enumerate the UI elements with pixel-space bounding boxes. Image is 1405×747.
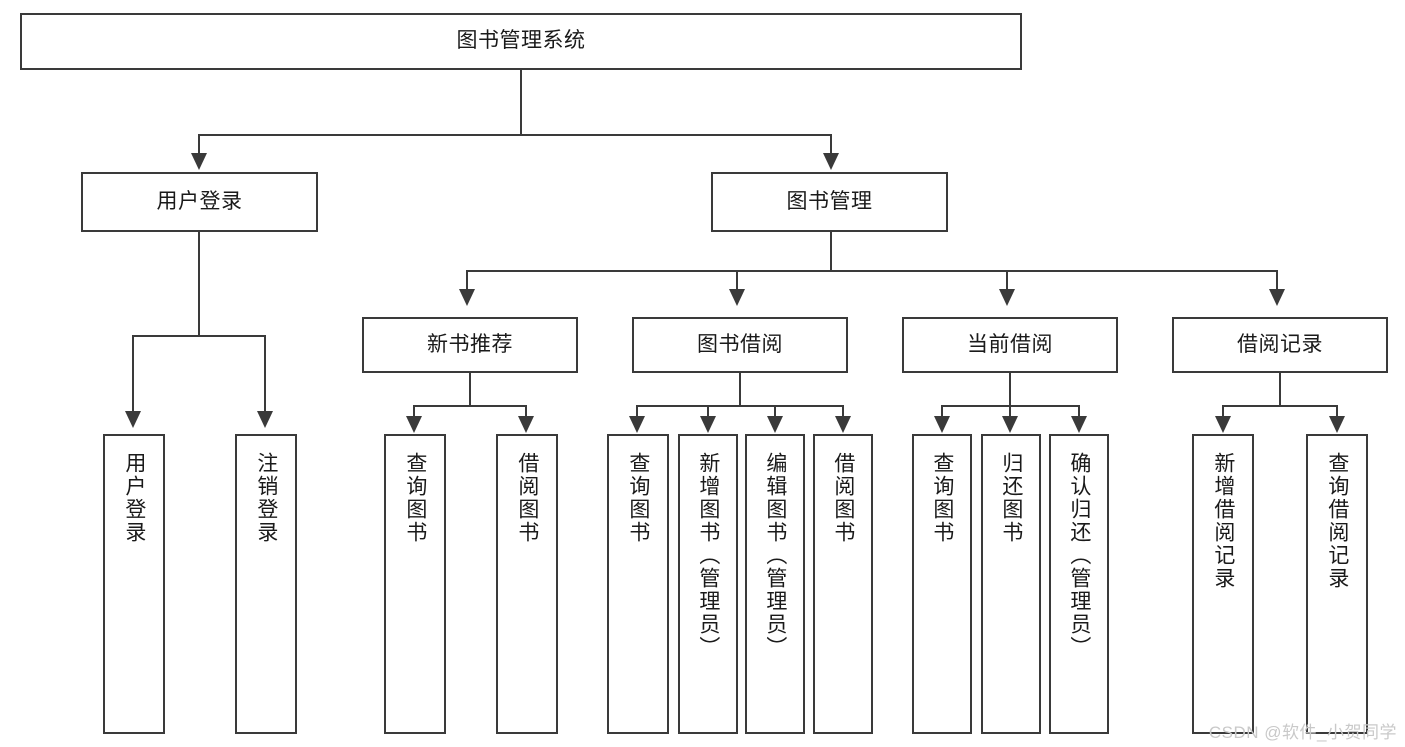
node-borrow-record[interactable]: 借阅记录 (1172, 317, 1388, 373)
arrowhead-cb-confirm (1071, 416, 1087, 433)
connector-drop-bb-edit (774, 405, 776, 419)
leaf-cb-confirm-return-admin[interactable]: 确认归还（管理员） (1049, 434, 1109, 734)
arrowhead-br-query (1329, 416, 1345, 433)
node-label: 用户登录 (156, 189, 243, 213)
connector-drop-book-borrow (736, 270, 738, 292)
node-current-borrow[interactable]: 当前借阅 (902, 317, 1118, 373)
leaf-bb-edit-book-admin[interactable]: 编辑图书（管理员） (745, 434, 805, 734)
leaf-bb-borrow-book[interactable]: 借阅图书 (813, 434, 873, 734)
leaf-cb-query-book[interactable]: 查询图书 (912, 434, 972, 734)
connector-drop-br-query (1336, 405, 1338, 419)
connector-drop-cb-query (941, 405, 943, 419)
leaf-label: 查询图书 (403, 452, 427, 544)
leaf-nb-query-book[interactable]: 查询图书 (384, 434, 446, 734)
connector-drop-leaf-user-login (132, 335, 134, 414)
arrowhead-cb-return (1002, 416, 1018, 433)
arrowhead-nb-borrow (518, 416, 534, 433)
arrowhead-book-borrow (729, 289, 745, 306)
connector-drop-cb-confirm (1078, 405, 1080, 419)
leaf-nb-borrow-book[interactable]: 借阅图书 (496, 434, 558, 734)
csdn-watermark: CSDN @软件_小贺同学 (1208, 723, 1397, 742)
node-label: 图书管理 (786, 189, 873, 213)
arrowhead-br-add (1215, 416, 1231, 433)
connector-drop-leaf-logout (264, 335, 266, 414)
leaf-bb-query-book[interactable]: 查询图书 (607, 434, 669, 734)
arrowhead-current-borrow (999, 289, 1015, 306)
node-label: 图书管理系统 (456, 29, 586, 53)
node-user-login[interactable]: 用户登录 (81, 172, 318, 232)
connector-level2-bus (466, 270, 1278, 272)
arrowhead-bb-add (700, 416, 716, 433)
connector-drop-current-borrow (1006, 270, 1008, 292)
node-label: 借阅记录 (1237, 332, 1323, 356)
leaf-label: 归还图书 (999, 452, 1023, 544)
arrowhead-book-manage (823, 153, 839, 170)
arrowhead-user-login (191, 153, 207, 170)
connector-drop-nb-borrow (525, 405, 527, 419)
connector-drop-bb-borrow (842, 405, 844, 419)
leaf-label: 查询图书 (930, 452, 954, 544)
connector-current-borrow-stem (1009, 373, 1011, 407)
connector-user-login-bus (132, 335, 266, 337)
connector-drop-br-add (1222, 405, 1224, 419)
connector-book-borrow-stem (739, 373, 741, 407)
leaf-br-query-record[interactable]: 查询借阅记录 (1306, 434, 1368, 734)
node-new-book-recommend[interactable]: 新书推荐 (362, 317, 578, 373)
arrowhead-bb-query (629, 416, 645, 433)
leaf-user-login[interactable]: 用户登录 (103, 434, 165, 734)
arrowhead-bb-edit (767, 416, 783, 433)
node-book-borrow[interactable]: 图书借阅 (632, 317, 848, 373)
arrowhead-leaf-user-login (125, 411, 141, 428)
node-label: 图书借阅 (697, 332, 783, 356)
connector-new-book-bus (413, 405, 527, 407)
arrowhead-borrow-record (1269, 289, 1285, 306)
connector-level1-bus (198, 134, 832, 136)
connector-book-borrow-bus (636, 405, 844, 407)
leaf-label: 确认归还（管理员） (1067, 452, 1091, 659)
arrowhead-nb-query (406, 416, 422, 433)
leaf-label: 用户登录 (122, 452, 146, 544)
leaf-label: 新增图书（管理员） (696, 452, 720, 659)
connector-drop-new-book (466, 270, 468, 292)
leaf-label: 借阅图书 (515, 452, 539, 544)
connector-borrow-record-stem (1279, 373, 1281, 407)
node-book-manage[interactable]: 图书管理 (711, 172, 948, 232)
leaf-label: 查询图书 (626, 452, 650, 544)
leaf-label: 编辑图书（管理员） (763, 452, 787, 659)
connector-root-stem (520, 70, 522, 135)
leaf-cb-return-book[interactable]: 归还图书 (981, 434, 1041, 734)
connector-drop-bb-add (707, 405, 709, 419)
connector-drop-user-login (198, 134, 200, 156)
leaf-label: 注销登录 (254, 452, 278, 544)
connector-new-book-stem (469, 373, 471, 407)
node-label: 新书推荐 (427, 332, 513, 356)
connector-borrow-record-bus (1222, 405, 1338, 407)
leaf-bb-add-book-admin[interactable]: 新增图书（管理员） (678, 434, 738, 734)
leaf-label: 查询借阅记录 (1325, 452, 1349, 590)
arrowhead-cb-query (934, 416, 950, 433)
connector-drop-book-manage (830, 134, 832, 156)
arrowhead-leaf-logout (257, 411, 273, 428)
connector-drop-cb-return (1009, 405, 1011, 419)
leaf-logout[interactable]: 注销登录 (235, 434, 297, 734)
connector-user-login-stem (198, 232, 200, 336)
connector-book-manage-stem (830, 232, 832, 272)
connector-drop-borrow-record (1276, 270, 1278, 292)
leaf-br-add-record[interactable]: 新增借阅记录 (1192, 434, 1254, 734)
arrowhead-new-book (459, 289, 475, 306)
node-label: 当前借阅 (967, 332, 1053, 356)
connector-drop-bb-query (636, 405, 638, 419)
leaf-label: 新增借阅记录 (1211, 452, 1235, 590)
connector-drop-nb-query (413, 405, 415, 419)
node-root-system[interactable]: 图书管理系统 (20, 13, 1022, 70)
arrowhead-bb-borrow (835, 416, 851, 433)
leaf-label: 借阅图书 (831, 452, 855, 544)
